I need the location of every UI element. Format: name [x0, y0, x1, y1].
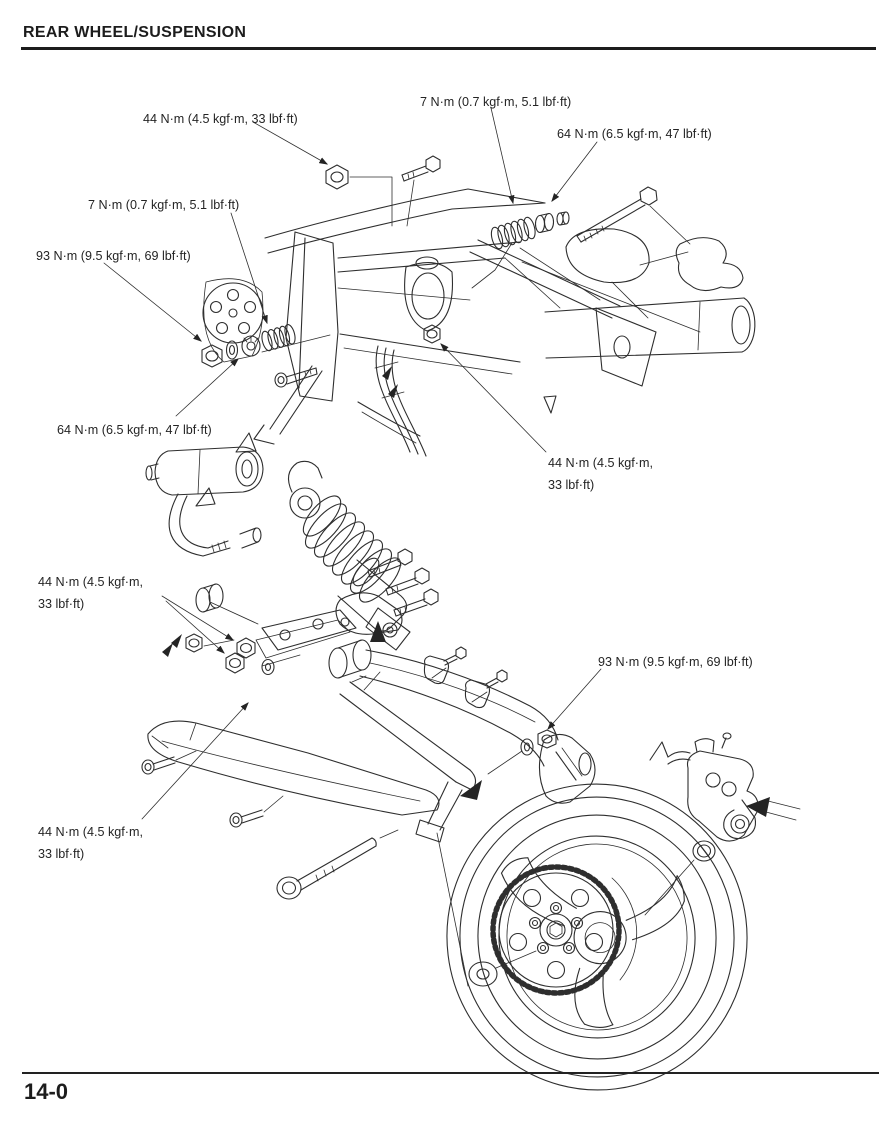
- swingarm: [328, 621, 596, 843]
- page-title: REAR WHEEL/SUSPENSION: [23, 24, 247, 41]
- fastener-frame-bolt: [274, 367, 318, 388]
- exhaust-muffler: [544, 228, 756, 359]
- torque-label-left-lower: 64 N·m (6.5 kgf·m, 47 lbf·ft): [57, 423, 212, 437]
- header-rule: [21, 47, 876, 50]
- shock-absorber: [145, 432, 411, 651]
- fastener-top-nut: [325, 164, 393, 227]
- torque-label-link-left: 44 N·m (4.5 kgf·m, 33 lbf·ft): [38, 575, 143, 611]
- torque-label-left-middle: 93 N·m (9.5 kgf·m, 69 lbf·ft): [36, 249, 191, 263]
- chain-slider-stops: [423, 646, 508, 709]
- fastener-top-bolt: [401, 155, 441, 227]
- linkage-nuts: [162, 633, 275, 676]
- rear-wheel: [446, 783, 748, 1091]
- chain-guard: [141, 720, 440, 828]
- drive-sprocket: [490, 864, 638, 996]
- linkage-bolts: [367, 548, 439, 617]
- cable-harness: [374, 345, 557, 457]
- axle-bolt: [276, 829, 469, 987]
- axle-spacer: [468, 950, 537, 987]
- axle-washer-nut: [487, 729, 557, 775]
- fastener-hanger-nut: [423, 324, 441, 344]
- torque-label-center-right: 44 N·m (4.5 kgf·m, 33 lbf·ft): [548, 456, 653, 492]
- suspension-linkage: [195, 583, 403, 667]
- brake-caliper: [644, 732, 801, 916]
- torque-label-top-left: 44 N·m (4.5 kgf·m, 33 lbf·ft): [143, 112, 298, 126]
- frame-section: [202, 188, 701, 445]
- fastener-muffler-bolt: [576, 186, 691, 245]
- footer-rule: [22, 1072, 879, 1074]
- torque-label-bottom-left: 44 N·m (4.5 kgf·m, 33 lbf·ft): [38, 825, 143, 861]
- torque-label-left-upper: 7 N·m (0.7 kgf·m, 5.1 lbf·ft): [88, 198, 240, 212]
- torque-label-bottom-right: 93 N·m (9.5 kgf·m, 69 lbf·ft): [598, 655, 753, 669]
- fastener-left-row: [201, 324, 331, 368]
- torque-label-top-right: 64 N·m (6.5 kgf·m, 47 lbf·ft): [557, 127, 712, 141]
- torque-leader-arrows: [103, 107, 602, 820]
- page-number: 14-0: [24, 1079, 69, 1104]
- fastener-exhaust-spring: [471, 211, 570, 289]
- torque-label-top-center: 7 N·m (0.7 kgf·m, 5.1 lbf·ft): [420, 95, 572, 109]
